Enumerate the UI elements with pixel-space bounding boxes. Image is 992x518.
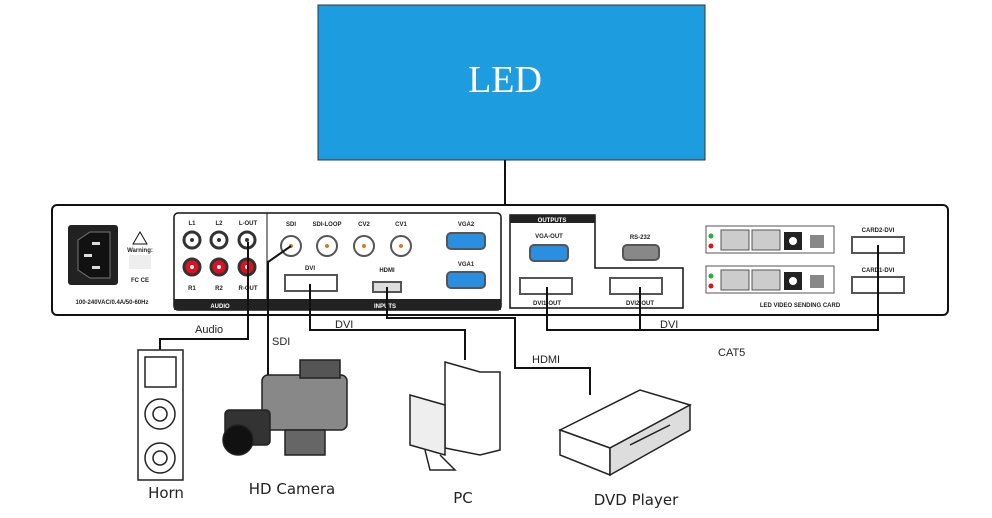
port-cv2-label: CV2: [358, 222, 370, 228]
pc: [409, 361, 501, 471]
power-rating: 100-240VAC/0.4A/50-60Hz: [76, 300, 149, 306]
cat5-cable-label: CAT5: [718, 347, 745, 359]
led-title: LED: [468, 59, 542, 101]
led-screen: LED: [317, 4, 706, 161]
warning-label: Warning:: [127, 248, 153, 254]
port-l1-label: L1: [188, 221, 196, 227]
audio-section-label: AUDIO: [210, 304, 230, 310]
inputs-section-label: INPUTS: [374, 304, 396, 310]
outputs-section-label: OUTPUTS: [538, 218, 567, 224]
dvd-player: [558, 389, 692, 477]
dvd-player-label: DVD Player: [594, 491, 679, 509]
hdmi-cable: [386, 287, 591, 395]
audio-cable: [159, 242, 249, 350]
port-sdi-loop-label: SDI-LOOP: [312, 222, 341, 228]
video-input-ports: SDI SDI-LOOP CV2 CV1 VGA2 VGA1 DVI HDMI: [280, 222, 486, 293]
hdmi-cable-label: HDMI: [532, 354, 560, 366]
dvi-input-cable: [309, 284, 466, 360]
hd-camera-label: HD Camera: [249, 480, 335, 498]
port-card2-dvi-label: CARD2-DVI: [862, 228, 895, 234]
dvi-output-cable: [546, 245, 879, 331]
pc-label: PC: [453, 489, 473, 507]
power-inlet: [68, 225, 118, 285]
warning-text: [129, 255, 151, 269]
warning-icon: [132, 231, 148, 245]
port-vga2-label: VGA2: [458, 222, 475, 228]
port-r1-label: R1: [188, 286, 196, 292]
hd-camera: [222, 359, 348, 456]
sending-card-label: LED VIDEO SENDING CARD: [760, 303, 841, 309]
sdi-cable: [267, 245, 292, 385]
port-lout-label: L-OUT: [239, 221, 258, 227]
port-cv1-label: CV1: [395, 222, 407, 228]
audio-cable-label: Audio: [195, 324, 223, 336]
port-sdi-label: SDI: [286, 222, 296, 228]
sdi-cable-label: SDI: [272, 336, 290, 348]
dvi-input-cable-label: DVI: [335, 319, 353, 331]
cables: [159, 242, 879, 395]
port-hdmi-label: HDMI: [379, 268, 395, 274]
port-r2-label: R2: [215, 286, 223, 292]
horn-label: Horn: [148, 484, 184, 502]
port-vga1-label: VGA1: [458, 262, 475, 268]
cert-logo: FC CE: [131, 278, 149, 284]
port-rs232-label: RS-232: [630, 235, 651, 241]
dvi-output-cable-label: DVI: [660, 319, 678, 331]
horn-speaker: [137, 349, 184, 481]
port-dvi-label: DVI: [305, 266, 315, 272]
port-l2-label: L2: [215, 221, 223, 227]
port-vga-out-label: VGA-OUT: [535, 234, 563, 240]
